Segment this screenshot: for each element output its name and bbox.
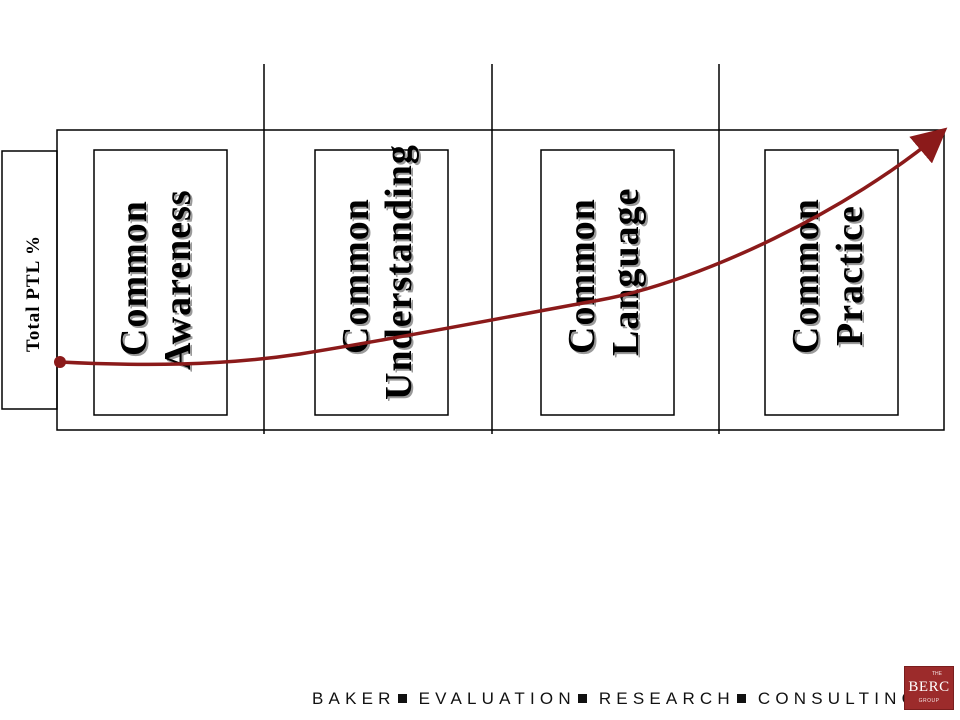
footer-word: CONSULTING bbox=[757, 689, 921, 708]
stage-box-awareness bbox=[93, 149, 228, 416]
logo-group: GROUP bbox=[918, 698, 940, 704]
svg-text:Language: Language bbox=[607, 190, 649, 358]
stage-box-understanding bbox=[314, 149, 449, 416]
footer-word: EVALUATION bbox=[418, 689, 576, 708]
berc-logo: THE BERC GROUP bbox=[904, 666, 954, 710]
stage-box-practice bbox=[764, 149, 899, 416]
footer-word: RESEARCH bbox=[598, 689, 735, 708]
stage-label-practice: Common Common Practice Practice bbox=[785, 198, 873, 356]
svg-text:Practice: Practice bbox=[831, 207, 873, 348]
stage-label-line2: Understanding bbox=[378, 144, 420, 400]
footer-word: BAKER bbox=[312, 689, 396, 708]
bullet-square-icon bbox=[577, 694, 587, 704]
stage-label-language: Common Common Language Language bbox=[561, 188, 649, 358]
stage-label-line1: Common bbox=[561, 198, 603, 354]
svg-text:Awareness: Awareness bbox=[159, 191, 201, 372]
stage-label-line2: Practice bbox=[829, 205, 871, 346]
y-axis-label: Total PTL % bbox=[23, 235, 44, 352]
svg-text:Common: Common bbox=[115, 202, 157, 358]
footer-tagline: BAKER EVALUATION RESEARCH CONSULTING bbox=[312, 689, 920, 709]
stage-label-line2: Language bbox=[605, 188, 647, 356]
svg-text:Understanding: Understanding bbox=[380, 146, 422, 402]
stage-label-line2: Awareness bbox=[157, 189, 199, 370]
svg-text:Common: Common bbox=[787, 200, 829, 356]
svg-text:Common: Common bbox=[563, 200, 605, 356]
stage-label-understanding: Common Common Understanding Understandin… bbox=[335, 144, 422, 402]
svg-text:Common: Common bbox=[337, 200, 379, 356]
logo-the: THE bbox=[932, 671, 942, 677]
bullet-square-icon bbox=[397, 694, 407, 704]
main-frame bbox=[56, 129, 945, 431]
stage-label-line1: Common bbox=[335, 198, 377, 354]
growth-curve-arrow bbox=[59, 127, 948, 367]
stage-label-awareness: Common Common Awareness Awareness bbox=[113, 189, 201, 372]
stage-label-line1: Common bbox=[113, 200, 155, 356]
stage-box-language bbox=[540, 149, 675, 416]
logo-name: BERC bbox=[908, 679, 950, 695]
y-axis-label-box bbox=[1, 150, 58, 410]
bullet-square-icon bbox=[736, 694, 746, 704]
